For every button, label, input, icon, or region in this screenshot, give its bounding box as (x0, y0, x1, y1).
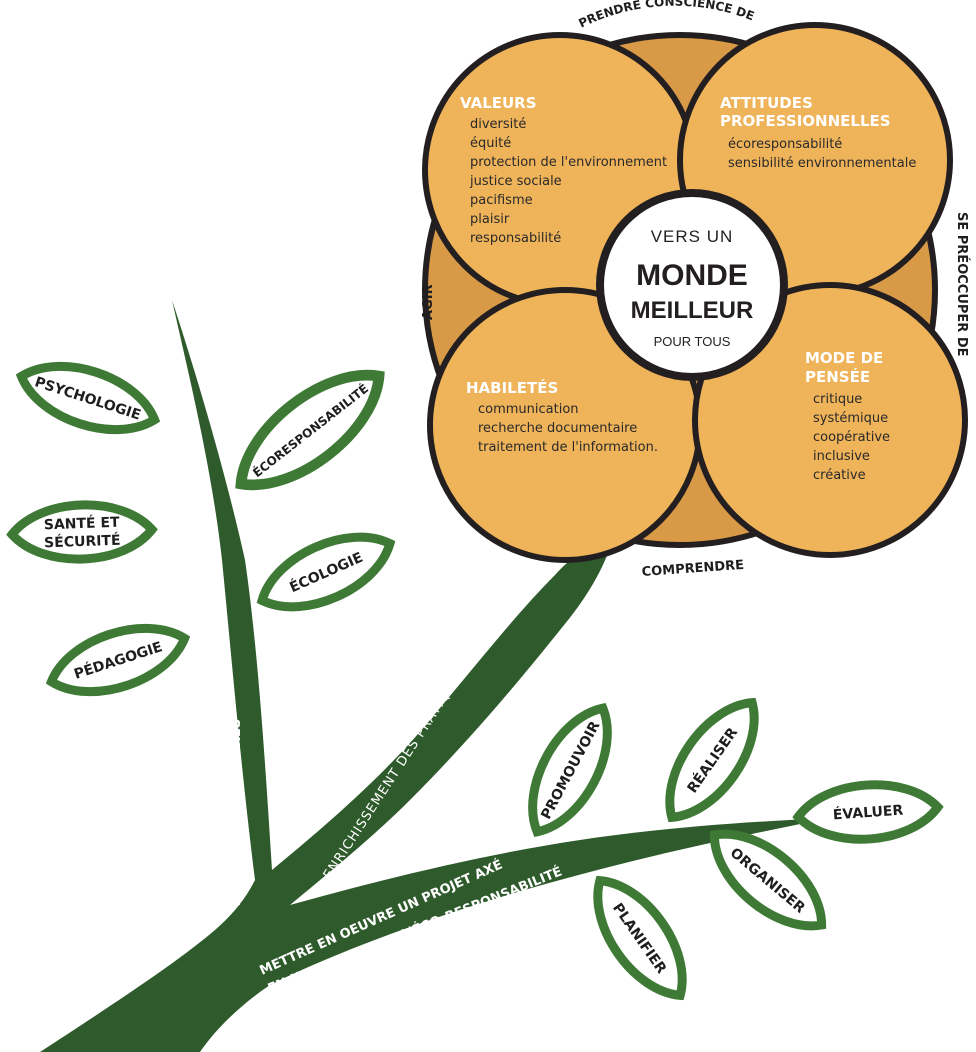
mode-item: coopérative (813, 430, 890, 445)
habiletes-item: recherche documentaire (478, 421, 637, 436)
attitudes-title-line1: ATTITUDES (720, 94, 813, 112)
leaf-pedagogie: PÉDAGOGIE (43, 613, 193, 708)
leaf-ecologie: ÉCOLOGIE (251, 519, 401, 625)
leaf-label-line2: SÉCURITÉ (44, 532, 121, 552)
attitudes-item: sensibilité environnementale (728, 156, 916, 171)
habiletes-item: communication (478, 402, 579, 417)
valeurs-item: pacifisme (470, 193, 533, 208)
petal-mode (692, 282, 968, 558)
leaf-sante-securite: SANTÉ ET SÉCURITÉ (11, 503, 153, 562)
center-line2: MONDE (636, 259, 748, 292)
leaf-psychologie: PSYCHOLOGIE (13, 351, 163, 446)
valeurs-item: protection de l'environnement (470, 155, 667, 170)
attitudes-item: écoresponsabilité (728, 137, 842, 152)
valeurs-item: plaisir (470, 212, 510, 227)
leaf-label: ÉVALUER (832, 802, 904, 824)
ring-label-left: AGIR (421, 284, 436, 320)
leaf-promouvoir: PROMOUVOIR (513, 696, 626, 845)
valeurs-list: diversité équité protection de l'environ… (469, 117, 667, 246)
valeurs-item: diversité (470, 117, 526, 132)
center-line4: POUR TOUS (654, 334, 731, 349)
leaf-ecoresponsabilite: ÉCORESPONSABILITÉ (222, 352, 398, 509)
valeurs-title: VALEURS (460, 94, 537, 112)
ring-label-right: SE PRÉOCCUPER DE (954, 212, 970, 357)
ring-label-bottom: COMPRENDRE (641, 558, 744, 580)
valeurs-item: équité (470, 136, 511, 151)
trunk (0, 300, 830, 1052)
flower (422, 22, 968, 563)
leaf-realiser: RÉALISER (650, 687, 775, 833)
leaf-planifier: PLANIFIER (578, 865, 703, 1011)
ring-label-top: PRENDRE CONSCIENCE DE (576, 0, 756, 31)
leaf-evaluer: ÉVALUER (796, 780, 939, 844)
valeurs-item: justice sociale (469, 174, 562, 189)
branch-label-aspects: ASPECTS DISCIPLINAIRES (229, 719, 244, 905)
center-line3: MEILLEUR (631, 297, 754, 324)
mode-item: systémique (813, 411, 888, 426)
valeurs-item: responsabilité (470, 231, 561, 246)
branch-label-enrichissement: ENRICHISSEMENT DES PRATIQUES (321, 664, 470, 882)
tree (0, 300, 830, 1052)
mode-title-line1: MODE DE (805, 349, 883, 367)
attitudes-title-line2: PROFESSIONNELLES (720, 112, 891, 130)
leaf-label-line1: SANTÉ ET (44, 514, 121, 534)
mode-item: créative (813, 468, 866, 483)
mode-item: critique (813, 392, 862, 407)
habiletes-title: HABILETÉS (466, 378, 558, 397)
center-line1: VERS UN (651, 227, 734, 246)
mode-item: inclusive (813, 449, 870, 464)
center-circle (596, 189, 788, 381)
habiletes-item: traitement de l'information. (478, 440, 658, 455)
mode-title-line2: PENSÉE (805, 367, 870, 386)
